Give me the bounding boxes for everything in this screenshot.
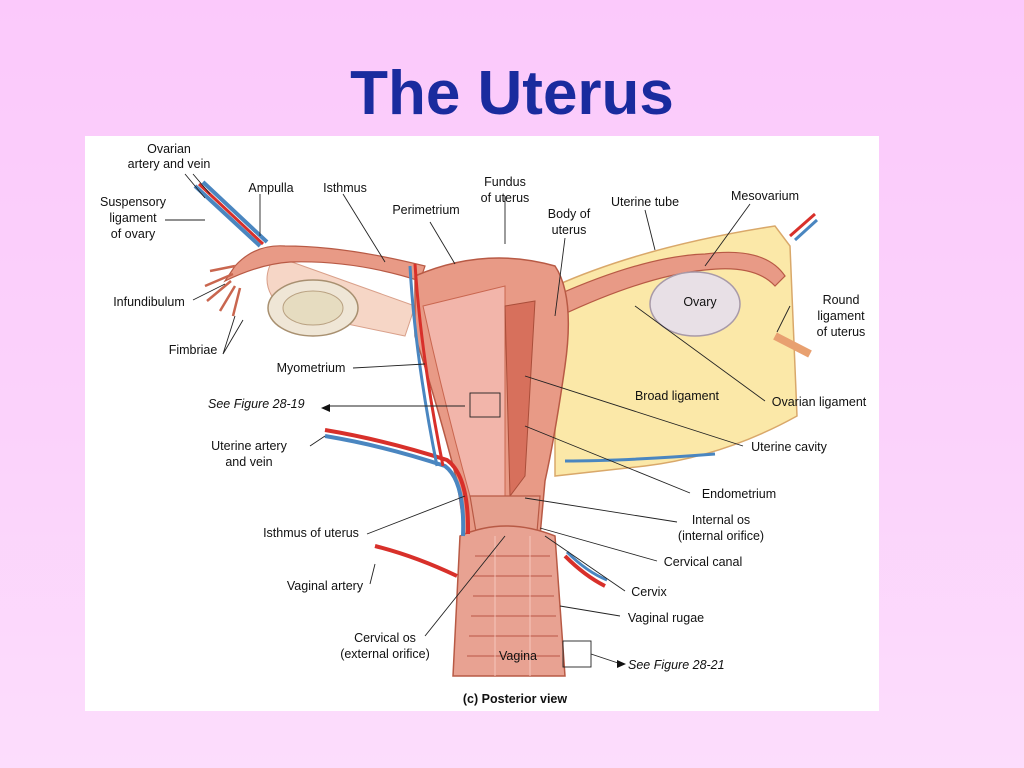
uterine-tube-left (223, 245, 426, 283)
label-suspensory-1: Suspensory (100, 195, 167, 209)
ovary-right (649, 271, 741, 337)
anatomy-figure: Ovarian artery and vein Suspensory ligam… (85, 136, 879, 711)
label-uterine-artery-vein-2: and vein (225, 455, 272, 469)
label-fundus-1: Fundus (484, 175, 526, 189)
fimbriae (204, 264, 242, 317)
label-ovarian-ligament: Ovarian ligament (772, 395, 867, 409)
label-infundibulum: Infundibulum (113, 295, 185, 309)
label-cervical-canal: Cervical canal (664, 555, 743, 569)
slide-title: The Uterus (350, 59, 674, 128)
label-fimbriae: Fimbriae (169, 343, 218, 357)
label-vaginal-artery: Vaginal artery (287, 579, 364, 593)
label-myometrium: Myometrium (277, 361, 346, 375)
uterine-cavity (504, 300, 536, 498)
label-body-uterus-2: uterus (552, 223, 587, 237)
suspensory-vessels (193, 180, 269, 248)
label-see-fig-19: See Figure 28-19 (208, 397, 305, 411)
figure-caption: (c) Posterior view (463, 692, 567, 706)
label-ovarian-artery-vein-2: artery and vein (128, 157, 211, 171)
label-ovary: Ovary (683, 295, 717, 309)
label-endometrium: Endometrium (702, 487, 776, 501)
arrow-fig-19 (321, 404, 330, 412)
label-ovarian-artery-vein-1: Ovarian (147, 142, 191, 156)
leader-lines (165, 173, 791, 665)
label-vagina: Vagina (499, 649, 537, 663)
label-see-fig-21: See Figure 28-21 (628, 658, 725, 672)
label-round-ligament-3: of uterus (817, 325, 866, 339)
label-internal-os-1: Internal os (692, 513, 750, 527)
uterine-vessels (324, 434, 466, 537)
label-uterine-tube: Uterine tube (611, 195, 679, 209)
round-ligament (773, 332, 812, 358)
fig-19-box (469, 392, 501, 418)
uterine-tube-right (554, 251, 786, 317)
label-uterine-artery-vein-1: Uterine artery (211, 439, 287, 453)
label-internal-os-2: (internal orifice) (678, 529, 764, 543)
label-ampulla: Ampulla (248, 181, 293, 195)
arrow-fig-21 (617, 660, 626, 668)
label-fundus-2: of uterus (481, 191, 530, 205)
vagina (452, 525, 566, 677)
label-isthmus: Isthmus (323, 181, 367, 195)
label-suspensory-3: of ovary (111, 227, 156, 241)
fig-21-box (562, 640, 592, 668)
label-cervix: Cervix (631, 585, 667, 599)
label-broad-ligament: Broad ligament (635, 389, 720, 403)
label-isthmus-of-uterus: Isthmus of uterus (263, 526, 359, 540)
label-round-ligament-2: ligament (817, 309, 865, 323)
uterus-diagram: Ovarian artery and vein Suspensory ligam… (100, 142, 867, 706)
label-vaginal-rugae: Vaginal rugae (628, 611, 704, 625)
label-suspensory-2: ligament (109, 211, 157, 225)
label-mesovarium: Mesovarium (731, 189, 799, 203)
vaginal-artery (374, 544, 458, 578)
label-round-ligament-1: Round (823, 293, 860, 307)
label-perimetrium: Perimetrium (392, 203, 459, 217)
label-cervical-os-2: (external orifice) (340, 647, 430, 661)
label-cervical-os-1: Cervical os (354, 631, 416, 645)
label-uterine-cavity: Uterine cavity (751, 440, 827, 454)
label-body-uterus-1: Body of (548, 207, 591, 221)
